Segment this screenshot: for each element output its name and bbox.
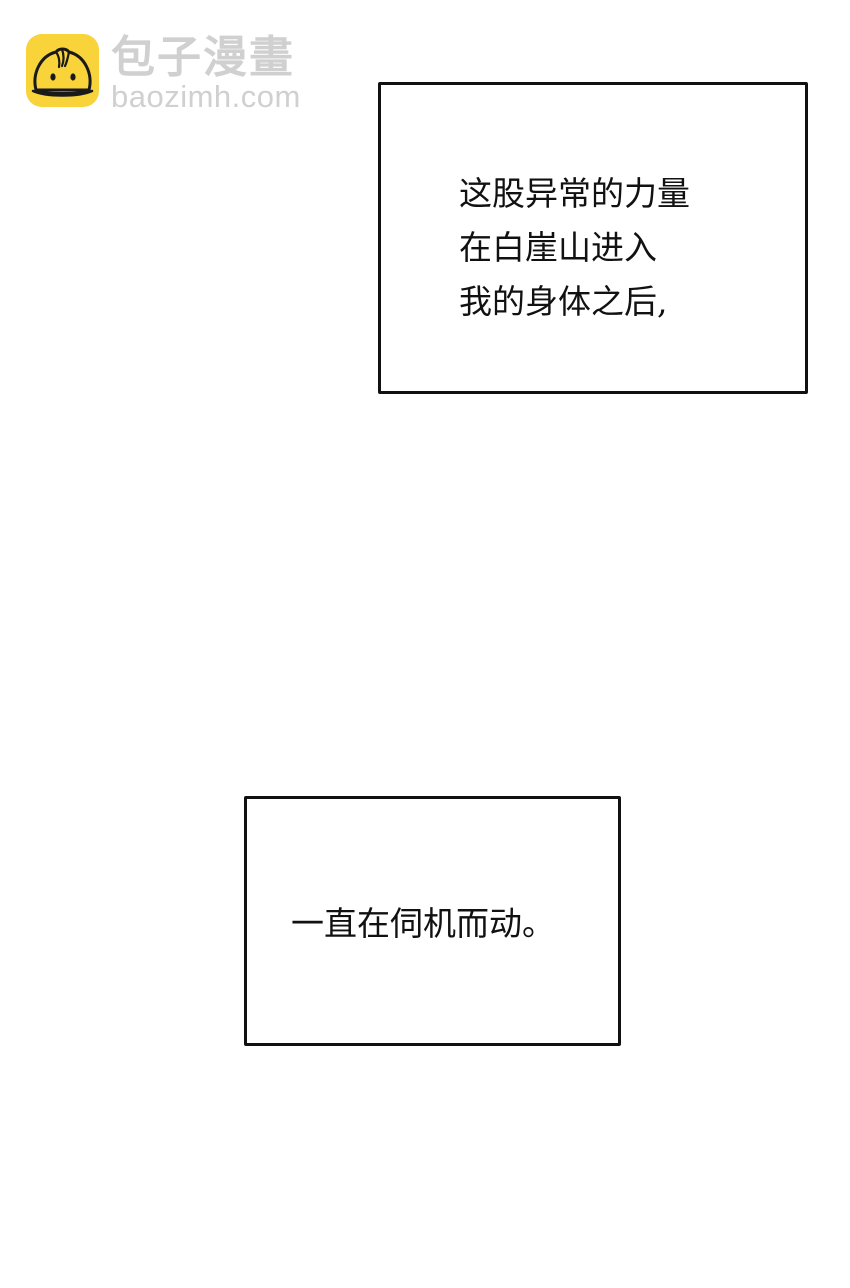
caption-box: 这股异常的力量 在白崖山进入 我的身体之后, xyxy=(378,82,808,394)
watermark-title: 包子漫畫 xyxy=(111,32,295,83)
steamed-bun-logo-icon xyxy=(26,34,99,107)
caption-line: 我的身体之后, xyxy=(459,282,668,321)
site-watermark: 包子漫畫 baozimh.com xyxy=(26,34,301,114)
caption-line: 在白崖山进入 xyxy=(459,228,657,267)
watermark-text: 包子漫畫 baozimh.com xyxy=(111,32,301,114)
caption-text: 一直在伺机而动。 xyxy=(291,897,555,951)
caption-line: 一直在伺机而动。 xyxy=(291,904,555,943)
caption-box: 一直在伺机而动。 xyxy=(244,796,621,1046)
caption-text: 这股异常的力量 在白崖山进入 我的身体之后, xyxy=(459,167,690,329)
watermark-url: baozimh.com xyxy=(111,79,301,114)
caption-line: 这股异常的力量 xyxy=(459,174,690,213)
